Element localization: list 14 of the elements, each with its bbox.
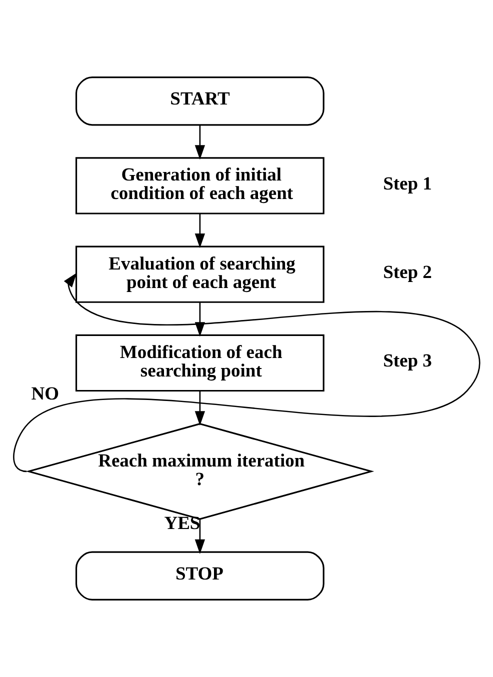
node-label: Step 1 <box>383 174 432 194</box>
arrow <box>194 214 206 248</box>
node-label: Step 2 <box>383 262 432 283</box>
node-label: Step 3 <box>383 352 432 372</box>
arrow <box>194 125 206 160</box>
node-box: START <box>75 76 324 126</box>
edge-label: NO <box>31 384 60 405</box>
arrow <box>194 519 206 554</box>
node-box: STOP <box>75 551 324 600</box>
node-box: Modification of each searching point <box>75 334 324 392</box>
node-box: Generation of initial condition of each agent <box>75 157 324 214</box>
node-box: Evaluation of searching point of each agent <box>75 246 324 303</box>
arrow <box>13 272 480 472</box>
arrow <box>194 391 206 426</box>
